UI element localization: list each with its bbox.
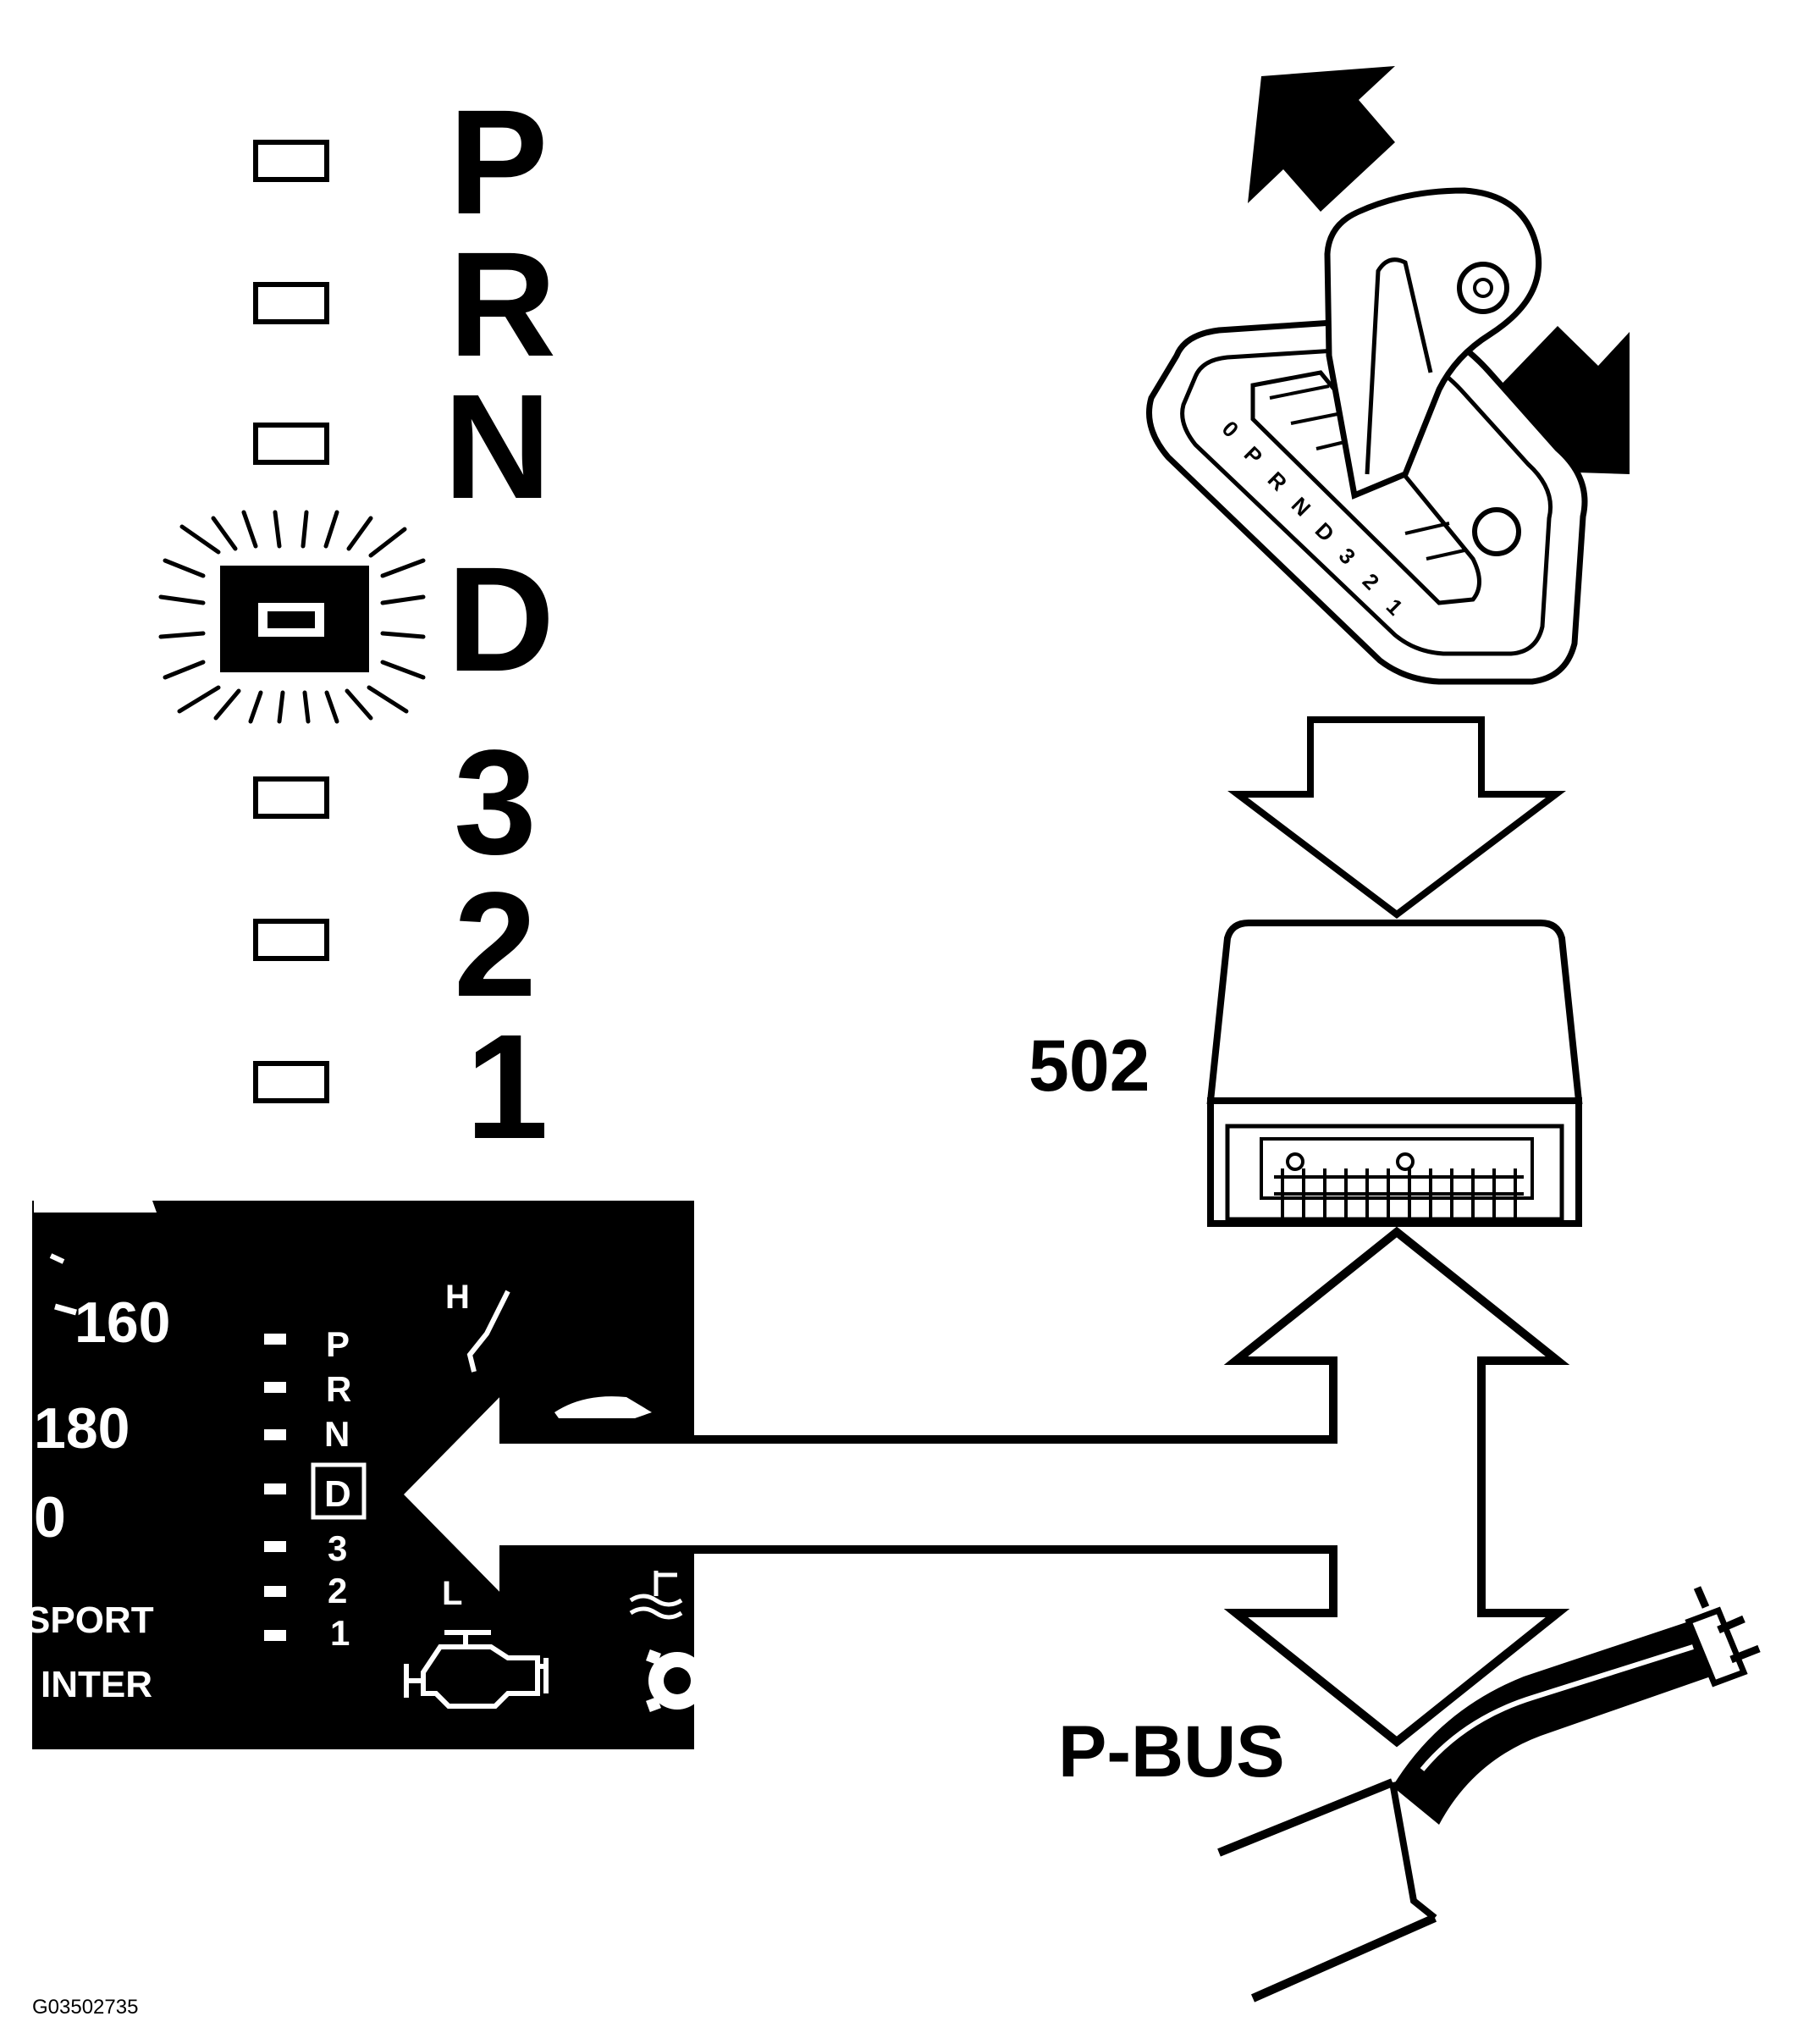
cluster-gear-3: 3 (328, 1528, 347, 1568)
cog-icon (646, 1649, 706, 1712)
shifter-button-icon (1472, 507, 1521, 556)
temp-gauge-needle (466, 1290, 510, 1373)
speed-label-0: 0 (34, 1485, 66, 1550)
arrow-down-to-module-icon (1227, 716, 1566, 920)
bus-cable (1217, 1586, 1761, 2003)
bus-label: P-BUS (1058, 1711, 1285, 1793)
control-module-502 (1206, 920, 1583, 1227)
shift-arrow-down-left-icon (1490, 326, 1630, 474)
temp-low-label: L (442, 1575, 462, 1612)
gear-lamp-p (253, 140, 329, 182)
cluster-gear-2: 2 (328, 1571, 347, 1610)
gear-lamp-1 (253, 1061, 329, 1103)
cluster-gear-r: R (326, 1369, 351, 1409)
gear-selector-illustration: 0 P R N D 3 2 1 (1146, 66, 1630, 685)
gear-lamp-3 (253, 776, 329, 819)
cluster-gear-n: N (324, 1414, 350, 1454)
gear-lamp-2 (253, 919, 329, 961)
temp-high-label: H (445, 1279, 470, 1316)
gear-indicator: P R N D 3 2 1 (158, 80, 556, 1170)
coolant-icon (629, 1571, 683, 1620)
gear-letter-1: 1 (466, 1004, 549, 1170)
gear-letter-2: 2 (454, 862, 537, 1028)
cluster-gear-d: D (324, 1473, 351, 1515)
data-flow-arrow (391, 1226, 1570, 1748)
mode-inter-label: INTER (41, 1664, 152, 1705)
cluster-gear-d-box (311, 1462, 367, 1520)
gear-letter-n: N (444, 364, 551, 530)
gear-lamp-r (253, 282, 329, 324)
speed-label-180: 180 (34, 1396, 130, 1461)
gear-lamp-n (253, 423, 329, 465)
figure-code: G03502735 (32, 1996, 138, 2019)
check-engine-icon (404, 1630, 549, 1709)
module-label: 502 (1029, 1025, 1150, 1107)
connector-pins (1274, 1168, 1524, 1219)
gear-letter-d: D (447, 537, 554, 703)
cluster-gear-1: 1 (330, 1613, 350, 1653)
gear-letter-p: P (449, 80, 548, 246)
speed-label-160: 160 (74, 1290, 170, 1355)
bus-connector-plug (1685, 1586, 1761, 1688)
gear-lamp-d-active (158, 510, 426, 724)
cluster-gear-markers (264, 1334, 286, 1641)
cluster-gear-p: P (326, 1324, 350, 1364)
gear-letter-r: R (449, 222, 556, 388)
gear-letter-3: 3 (454, 720, 537, 886)
mode-sport-label: SPORT (25, 1599, 154, 1641)
shift-arrow-up-left-icon (1248, 66, 1395, 212)
